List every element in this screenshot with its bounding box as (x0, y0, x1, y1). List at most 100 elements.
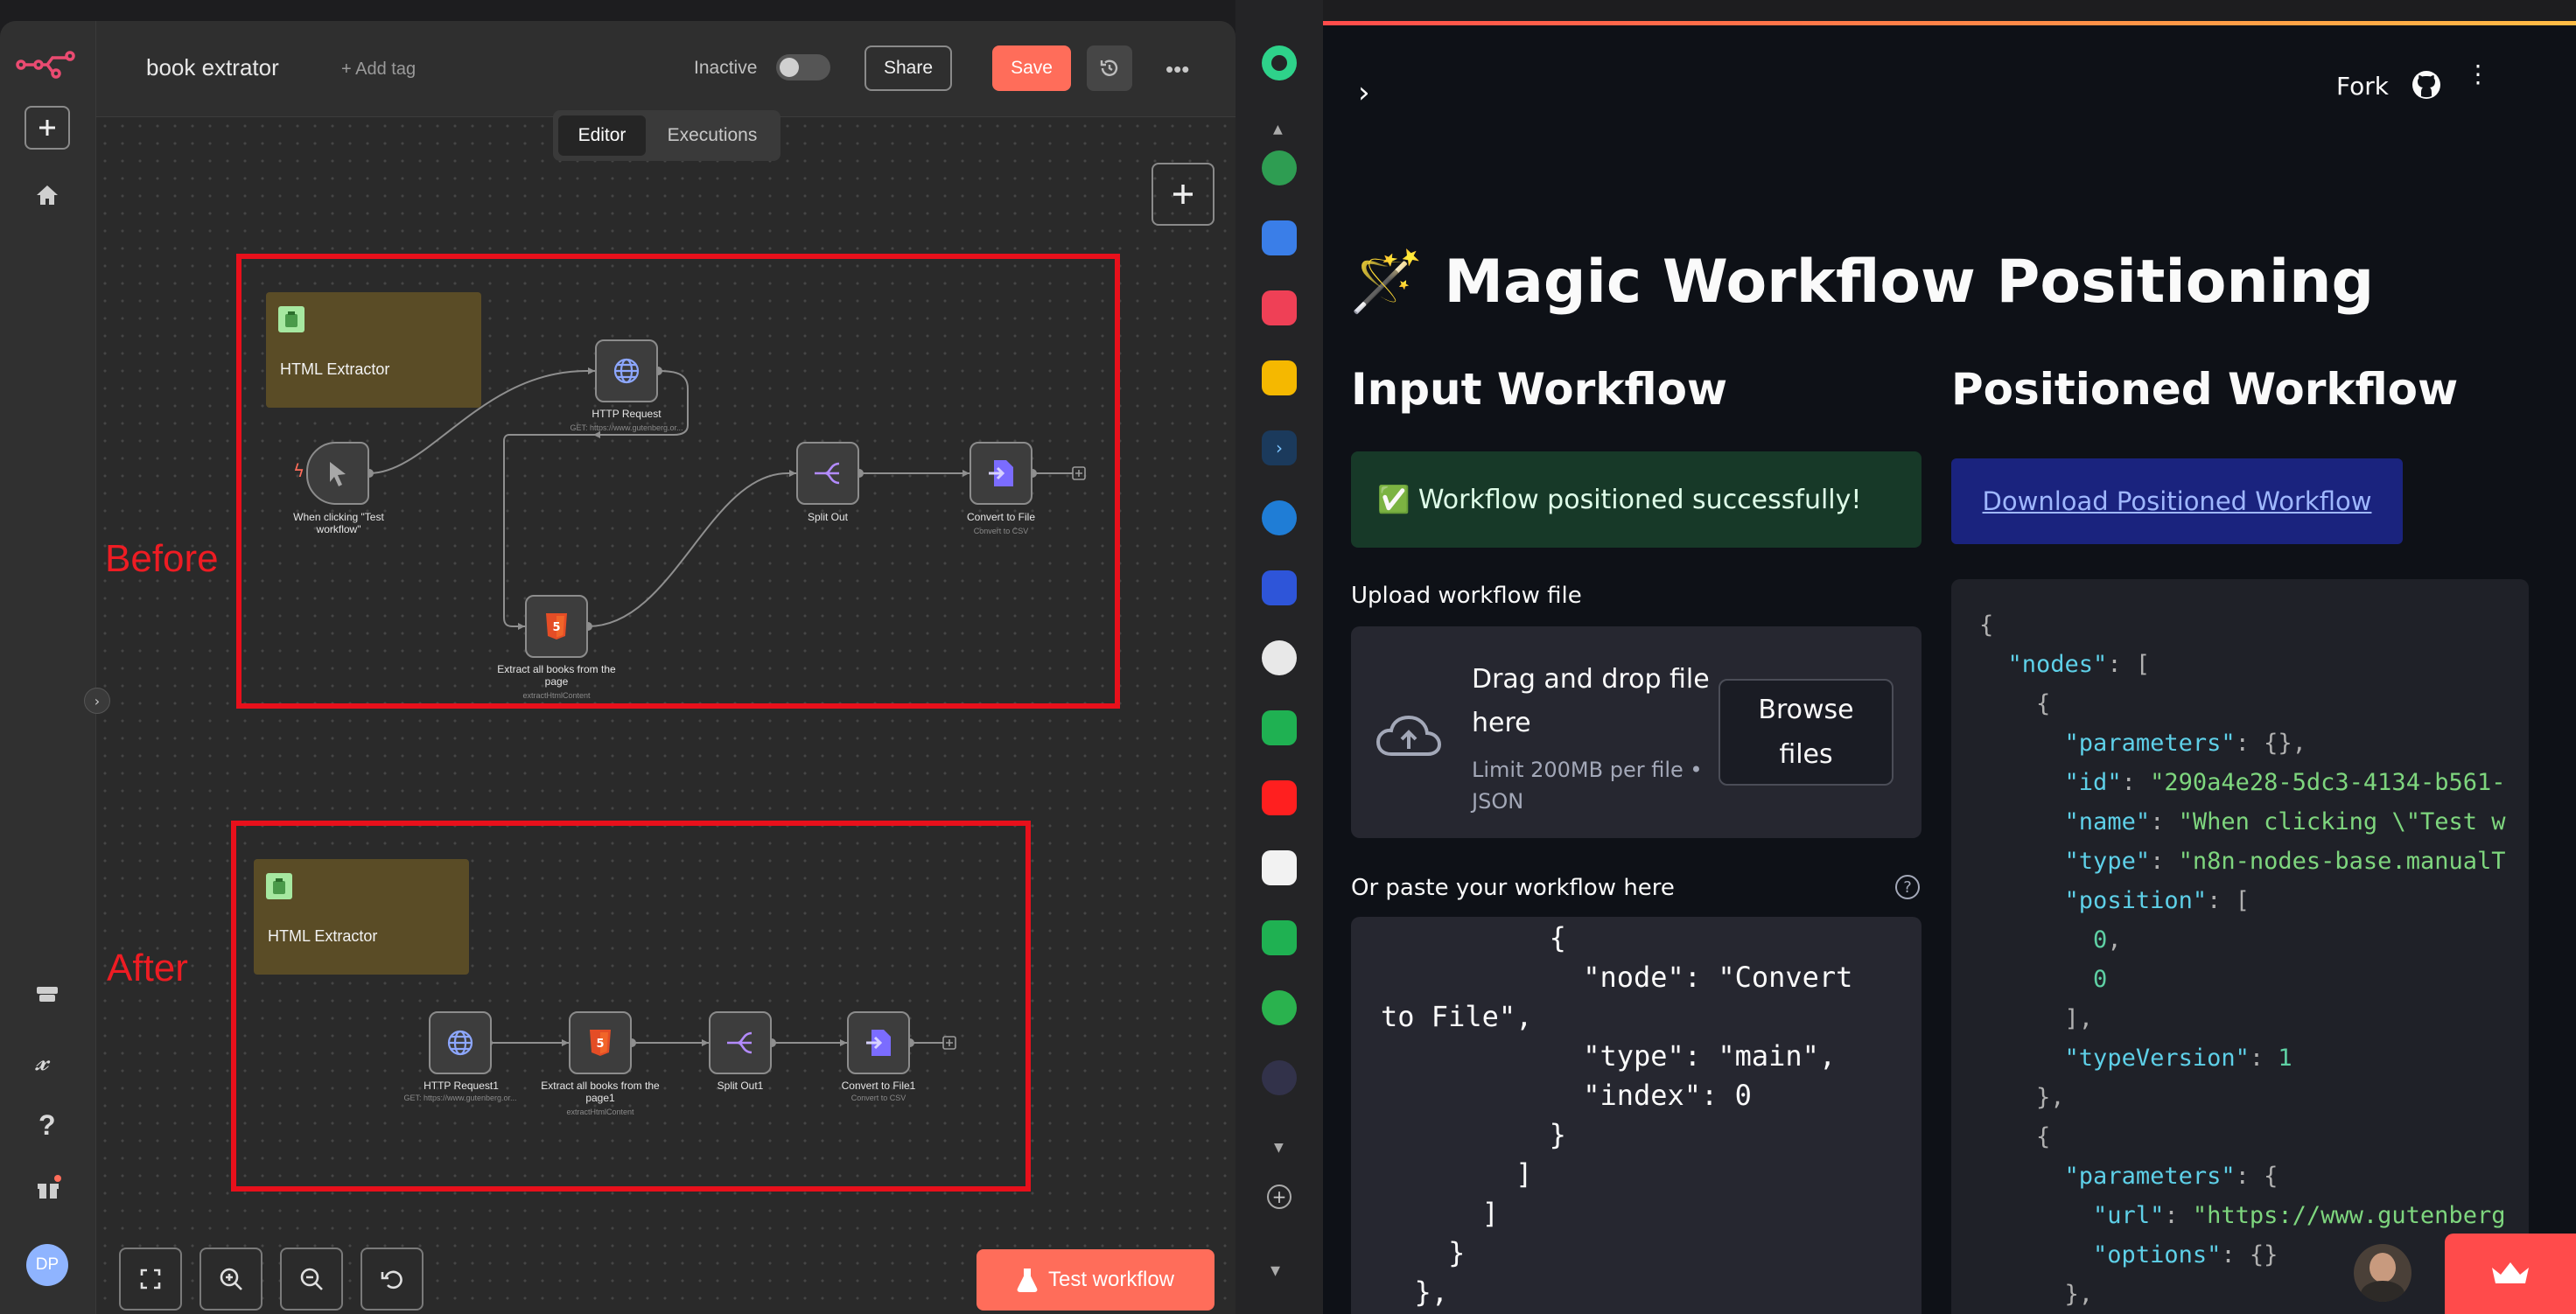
help-tooltip-icon[interactable]: ? (1895, 875, 1920, 899)
zoom-out-icon (300, 1268, 323, 1290)
pen-app-icon[interactable] (1262, 1060, 1297, 1095)
expand-sidebar-chevron-icon[interactable]: › (1358, 75, 1370, 110)
wand-emoji: 🪄 (1349, 248, 1424, 317)
star-app-icon[interactable] (1262, 360, 1297, 395)
globe-icon (613, 358, 640, 384)
textarea-line: "node": "Convert (1381, 961, 1853, 994)
json-line: "typeVersion": 1 (1979, 1038, 2505, 1078)
chart-app-icon[interactable] (1262, 850, 1297, 885)
help-icon[interactable]: ? (38, 1109, 56, 1141)
node-manual-trigger[interactable] (306, 442, 369, 505)
youtube-app-icon[interactable] (1262, 780, 1297, 815)
templates-icon[interactable] (35, 983, 60, 1008)
forward-app-icon[interactable]: › (1262, 430, 1297, 465)
blog-app-icon[interactable] (1262, 920, 1297, 955)
drop-zone-title-line2: here (1472, 708, 1531, 738)
add-tag-button[interactable]: + Add tag (341, 59, 416, 79)
json-token: "n8n-nodes-base.manualT (2178, 848, 2506, 875)
expand-sidebar-icon[interactable]: › (84, 688, 110, 714)
history-button[interactable] (1087, 45, 1132, 91)
drop-zone-limit-line2: JSON (1472, 789, 1524, 814)
node-convert-to-file[interactable] (970, 442, 1032, 505)
browse-files-button[interactable]: Browse files (1718, 679, 1894, 786)
scroll-up-icon[interactable]: ▲ (1273, 122, 1283, 136)
fullscreen-icon (140, 1269, 161, 1290)
main-menu-icon[interactable]: ⋮ (2466, 59, 2490, 88)
workflow-name[interactable]: book extrator (146, 54, 279, 80)
test-workflow-button[interactable]: Test workflow (976, 1249, 1214, 1311)
tab-executions[interactable]: Executions (667, 125, 758, 145)
variables-icon[interactable]: 𝔁 (35, 1046, 49, 1077)
paste-label: Or paste your workflow here (1351, 875, 1675, 901)
json-token (1979, 1241, 2093, 1269)
pocket-app-icon[interactable] (1262, 290, 1297, 325)
json-token: : [ (2207, 887, 2250, 914)
tab-editor[interactable]: Editor (558, 115, 646, 156)
node-http-request[interactable] (595, 339, 658, 402)
pin-icon[interactable]: ▾ (1270, 1260, 1281, 1282)
file-uploader[interactable]: Drag and drop file here Limit 200MB per … (1351, 626, 1922, 838)
fit-view-button[interactable] (119, 1248, 182, 1311)
sticky-title: HTML Extractor (268, 927, 378, 945)
sticky-emoji-icon (266, 873, 292, 899)
node-split-out[interactable] (796, 442, 859, 505)
positioned-workflow-heading: Positioned Workflow (1951, 364, 2459, 415)
more-options-icon[interactable]: ••• (1166, 56, 1190, 82)
zoom-in-button[interactable] (200, 1248, 262, 1311)
save-button[interactable]: Save (992, 45, 1071, 91)
github-icon[interactable] (2412, 70, 2441, 103)
briefcase-app-icon[interactable] (1262, 220, 1297, 255)
app-status-icon[interactable] (1262, 45, 1297, 80)
json-token: ], (1979, 1005, 2094, 1032)
json-token (1979, 887, 2065, 914)
fork-link[interactable]: Fork (2336, 72, 2389, 101)
workflow-canvas[interactable]: Editor Executions › Before HTML Extracto… (84, 110, 1236, 1314)
bookmark-app-icon[interactable] (1262, 150, 1297, 185)
chatgpt-app-icon[interactable] (1262, 640, 1297, 675)
file-icon (989, 460, 1013, 486)
home-icon[interactable] (35, 184, 60, 210)
active-toggle[interactable] (776, 54, 830, 80)
textarea-line: to File", (1381, 1000, 1533, 1033)
textarea-line: ] (1381, 1157, 1533, 1191)
n8n-logo-icon[interactable] (16, 49, 77, 82)
test-workflow-label: Test workflow (1047, 1268, 1175, 1291)
input-workflow-heading: Input Workflow (1351, 364, 1728, 415)
node-http-request1[interactable] (429, 1011, 492, 1074)
share-button[interactable]: Share (864, 45, 952, 91)
app-title-text: Magic Workflow Positioning (1444, 248, 2375, 317)
add-node-button[interactable] (1152, 163, 1214, 226)
svg-text:5: 5 (552, 621, 560, 634)
maps-app-icon[interactable] (1262, 990, 1297, 1025)
node-html-extract[interactable]: 5 (525, 595, 588, 658)
add-app-icon[interactable]: + (1267, 1185, 1292, 1209)
edge-app-icon[interactable] (1262, 500, 1297, 535)
json-line: }, (1979, 1078, 2505, 1117)
zoom-out-button[interactable] (280, 1248, 343, 1311)
node-label: Convert to File1 (841, 1080, 916, 1092)
download-button[interactable]: Download Positioned Workflow (1951, 458, 2403, 544)
after-annotation: After (107, 947, 188, 989)
node-convert-to-file1[interactable] (847, 1011, 910, 1074)
sticky-emoji-icon (278, 306, 304, 332)
streamlit-badge[interactable] (2445, 1234, 2576, 1314)
notes-app-icon[interactable] (1262, 710, 1297, 745)
reset-zoom-button[interactable] (360, 1248, 424, 1311)
add-workflow-button[interactable] (24, 106, 70, 150)
plane-app-icon[interactable] (1262, 570, 1297, 605)
gift-icon[interactable] (35, 1174, 61, 1204)
sticky-note-before[interactable]: HTML Extractor (266, 292, 481, 408)
sticky-note-after[interactable]: HTML Extractor (254, 859, 469, 975)
node-html-extract1[interactable]: 5 (569, 1011, 632, 1074)
textarea-line: }, (1381, 1276, 1449, 1309)
textarea-line: "type": "main", (1381, 1039, 1837, 1073)
user-avatar[interactable]: DP (26, 1244, 68, 1286)
json-output-viewer[interactable]: { "nodes": [ { "parameters": {}, "id": "… (1951, 579, 2529, 1314)
scroll-down-icon[interactable]: ▼ (1274, 1141, 1284, 1155)
creator-avatar[interactable] (2354, 1244, 2412, 1302)
html5-icon: 5 (590, 1030, 611, 1056)
crown-icon (2492, 1262, 2529, 1283)
node-split-out1[interactable] (709, 1011, 772, 1074)
json-token: { (1979, 1123, 2051, 1150)
